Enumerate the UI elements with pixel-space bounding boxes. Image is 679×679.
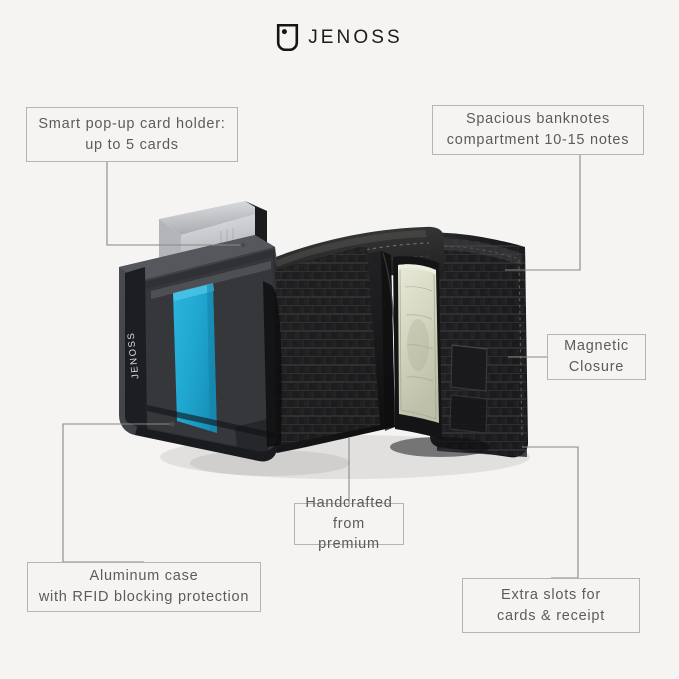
brand-wordmark: JENOSS bbox=[308, 26, 403, 48]
callout-extra-line2: cards & receipt bbox=[497, 607, 605, 624]
callout-popup-line2: up to 5 cards bbox=[85, 136, 179, 153]
jenoss-j-monogram-icon bbox=[276, 24, 299, 51]
brand-header: JENOSS bbox=[0, 24, 679, 51]
callout-aluminum-case: Aluminum case with RFID blocking protect… bbox=[27, 562, 261, 612]
callout-handcrafted-line1: Handcrafted bbox=[305, 495, 393, 512]
callout-handcrafted-line2: from premium bbox=[318, 515, 380, 553]
callout-extra-slots: Extra slots for cards & receipt bbox=[462, 578, 640, 633]
case-brand-text: JENOSS bbox=[126, 331, 142, 379]
callout-banknotes-line2: compartment 10-15 notes bbox=[446, 132, 630, 148]
callout-magnetic-line1: Magnetic bbox=[564, 338, 629, 355]
callout-handcrafted: Handcrafted from premium bbox=[294, 495, 404, 552]
product-image: JENOSS bbox=[95, 195, 555, 495]
callout-magnetic-closure: Magnetic Closure bbox=[547, 334, 646, 380]
callout-extra-line1: Extra slots for bbox=[501, 586, 601, 603]
callout-popup-card-holder: Smart pop-up card holder: up to 5 cards bbox=[26, 107, 238, 162]
callout-aluminum-line2: with RFID blocking protection bbox=[38, 589, 250, 605]
callout-aluminum-line1: Aluminum case bbox=[89, 568, 199, 585]
callout-magnetic-line2: Closure bbox=[568, 359, 625, 375]
callout-popup-line1: Smart pop-up card holder: bbox=[38, 115, 226, 132]
callout-banknotes-line1: Spacious banknotes bbox=[465, 111, 611, 128]
callout-banknotes-compartment: Spacious banknotes compartment 10-15 not… bbox=[432, 105, 644, 155]
